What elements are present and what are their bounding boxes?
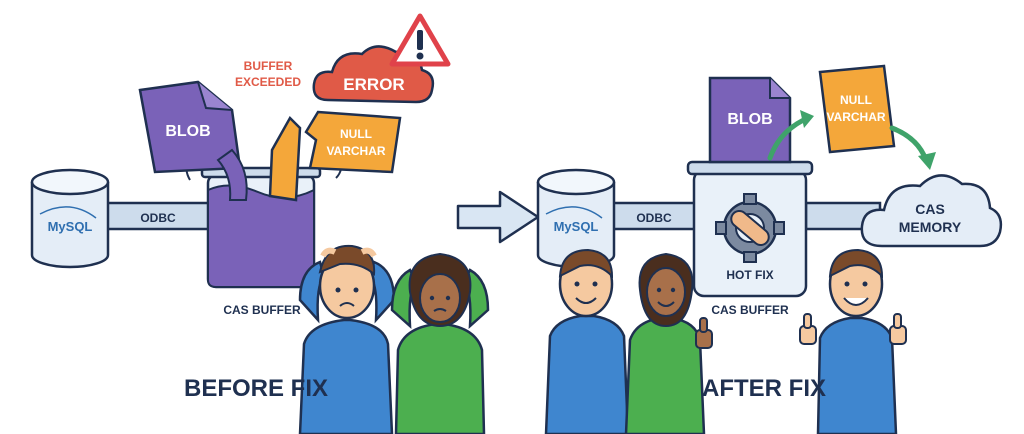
null-varchar-card-before: NULL VARCHAR bbox=[268, 110, 402, 202]
bandage-icon bbox=[730, 210, 770, 246]
before-fix-caption: BEFORE FIX bbox=[184, 375, 328, 402]
before-panel: ODBC MySQL CAS BUFFER BLOB bbox=[30, 13, 490, 434]
mysql-database-after: MySQL bbox=[536, 168, 616, 269]
cas-buffer-box-after: HOT FIX CAS BUFFER bbox=[686, 160, 814, 317]
stressed-man bbox=[298, 244, 396, 434]
memory-label-line1: CAS bbox=[915, 201, 945, 217]
blob-file-after: BLOB bbox=[708, 76, 792, 164]
warning-triangle-icon bbox=[389, 13, 451, 67]
mysql-database-before: MySQL bbox=[30, 168, 110, 269]
varchar-label-after: VARCHAR bbox=[826, 110, 885, 124]
blob-label-before: BLOB bbox=[165, 123, 210, 140]
varchar-label-before: VARCHAR bbox=[326, 144, 385, 158]
thumbs-up-right-icon bbox=[889, 313, 907, 345]
happy-woman bbox=[624, 252, 713, 434]
transition-arrow bbox=[456, 190, 540, 244]
null-label-before: NULL bbox=[340, 127, 372, 141]
stressed-woman bbox=[390, 252, 490, 434]
odbc-pipe-after: ODBC bbox=[608, 201, 700, 231]
buffer-exceeded-line2: EXCEEDED bbox=[235, 75, 301, 89]
blob-label-after: BLOB bbox=[727, 111, 772, 128]
blob-file-before: BLOB bbox=[138, 80, 248, 201]
hot-fix-label: HOT FIX bbox=[726, 268, 773, 282]
dolphin-icon bbox=[545, 206, 603, 219]
cas-buffer-label-before: CAS BUFFER bbox=[223, 303, 301, 317]
buffer-exceeded-line1: BUFFER bbox=[244, 59, 293, 73]
happy-man bbox=[544, 248, 630, 434]
error-label: ERROR bbox=[343, 75, 404, 94]
thumbs-up-left-icon bbox=[799, 313, 817, 345]
mysql-logo-after: MySQL bbox=[554, 219, 599, 234]
odbc-label-after: ODBC bbox=[636, 211, 672, 225]
null-label-after: NULL bbox=[840, 93, 872, 107]
green-arrows bbox=[767, 110, 936, 170]
happy-man-right bbox=[799, 248, 907, 434]
odbc-pipe-before: ODBC bbox=[96, 201, 220, 231]
after-fix-caption: AFTER FIX bbox=[702, 375, 826, 402]
cas-buffer-label-after: CAS BUFFER bbox=[711, 303, 789, 317]
odbc-label-before: ODBC bbox=[140, 211, 176, 225]
mysql-logo-before: MySQL bbox=[48, 219, 93, 234]
cas-memory-cloud: CAS MEMORY bbox=[860, 174, 1003, 248]
thumbs-up-icon bbox=[695, 317, 713, 349]
dolphin-icon bbox=[39, 206, 97, 219]
null-varchar-card-after: NULL VARCHAR bbox=[818, 64, 896, 154]
after-panel: ODBC MySQL HOT FIX bbox=[536, 64, 1003, 434]
memory-label-line2: MEMORY bbox=[899, 219, 962, 235]
